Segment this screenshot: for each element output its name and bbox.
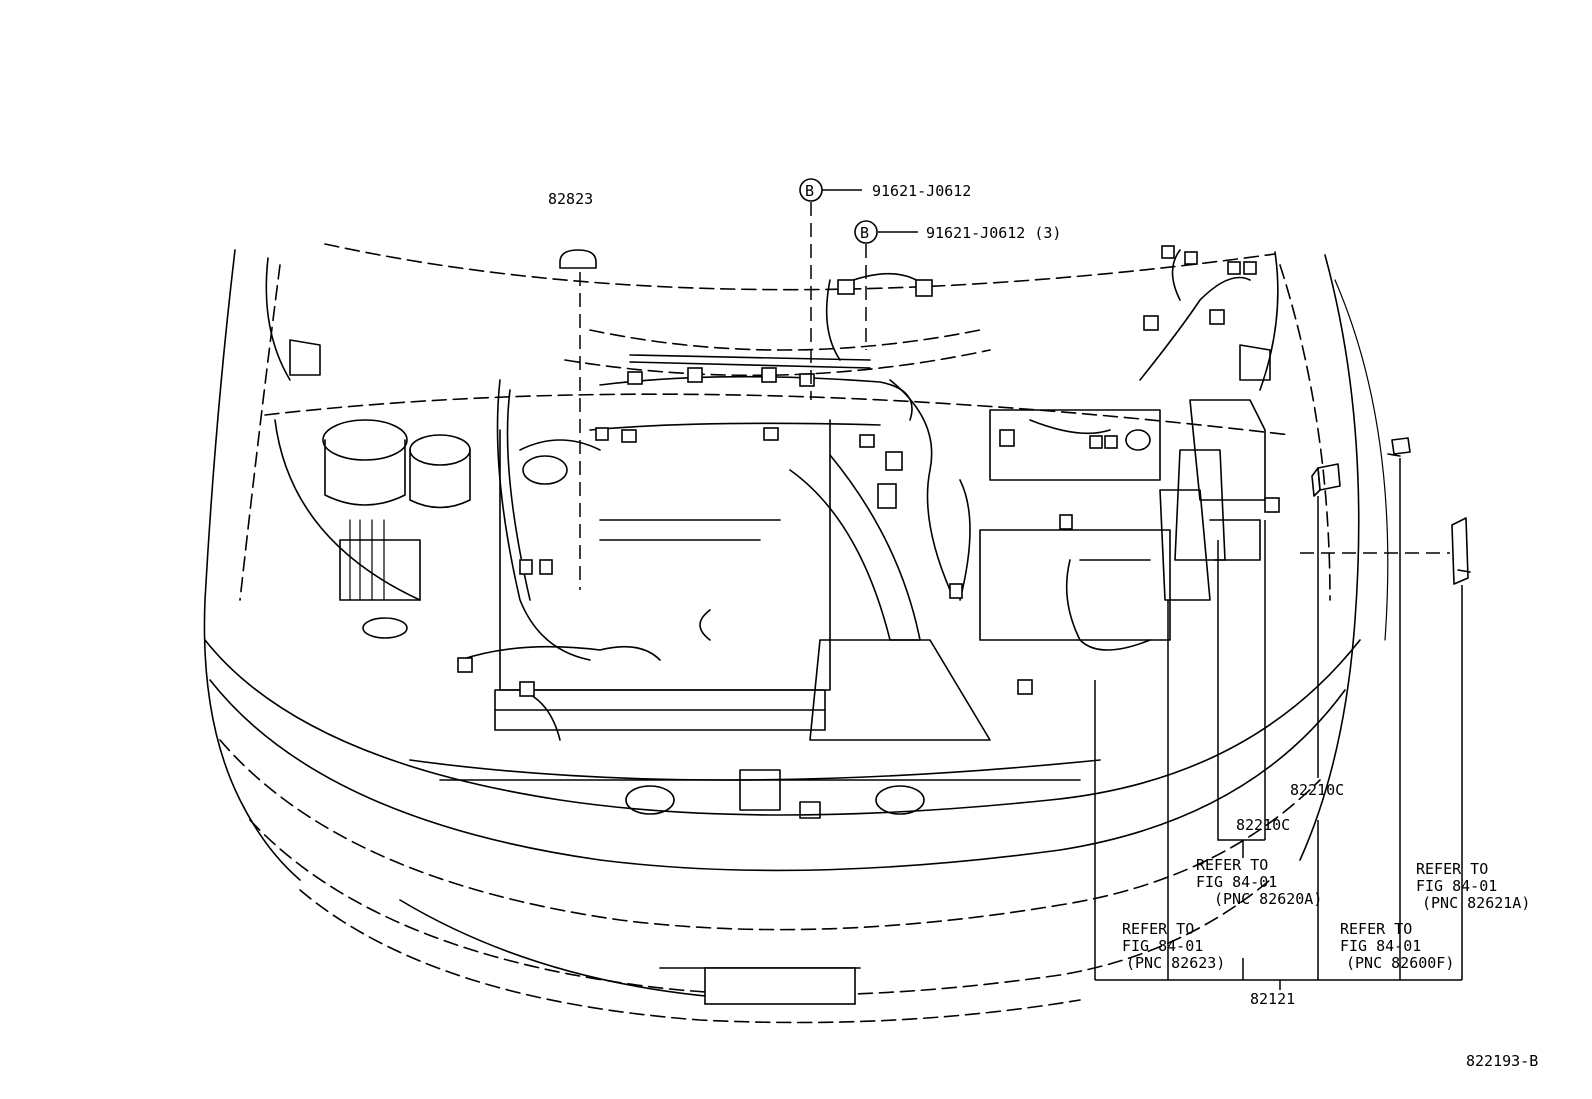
part-number-82210c-a: 82210C: [1290, 781, 1344, 799]
bolt-symbol-letter-1: B: [805, 182, 814, 200]
svg-text:FIG 84-01: FIG 84-01: [1416, 877, 1497, 895]
svg-text:FIG 84-01: FIG 84-01: [1122, 937, 1203, 955]
part-82823-clip[interactable]: [559, 249, 597, 269]
svg-text:(PNC 82620A): (PNC 82620A): [1214, 890, 1322, 908]
part-82600f-bracket[interactable]: [1451, 517, 1471, 585]
bolt-number-1: 91621-J0612: [872, 182, 971, 200]
part-number-82823: 82823: [548, 190, 593, 208]
refer-note-82623: REFER TO FIG 84-01 (PNC 82623): [1122, 920, 1225, 972]
svg-text:(PNC 82623): (PNC 82623): [1126, 954, 1225, 972]
bolt-b-symbol-1: [799, 178, 823, 202]
svg-text:REFER TO: REFER TO: [1196, 856, 1268, 874]
bolt-b-symbol-2: [854, 220, 878, 244]
diagram-id: 822193-B: [1466, 1052, 1538, 1070]
vehicle-body-outline: [203, 243, 1389, 1024]
refer-note-82600f: REFER TO FIG 84-01 (PNC 82600F): [1340, 920, 1454, 972]
part-number-82210c-b: 82210C: [1236, 816, 1290, 834]
leader-lines: [579, 189, 1463, 990]
svg-text:(PNC 82621A): (PNC 82621A): [1422, 894, 1530, 912]
refer-note-82621a: REFER TO FIG 84-01 (PNC 82621A): [1416, 860, 1530, 912]
part-82621a-fuse[interactable]: [1387, 437, 1411, 457]
bolt-symbol-letter-2: B: [860, 224, 869, 242]
engine-compartment: [322, 399, 1266, 819]
bolt-number-2: 91621-J0612 (3): [926, 224, 1061, 242]
svg-text:FIG 84-01: FIG 84-01: [1196, 873, 1277, 891]
svg-text:FIG 84-01: FIG 84-01: [1340, 937, 1421, 955]
svg-text:REFER TO: REFER TO: [1416, 860, 1488, 878]
svg-text:REFER TO: REFER TO: [1122, 920, 1194, 938]
svg-text:REFER TO: REFER TO: [1340, 920, 1412, 938]
callout-bolt-1: B 91621-J0612: [799, 178, 971, 202]
callout-82823: 82823: [548, 190, 593, 208]
callout-bolt-2: B 91621-J0612 (3): [854, 220, 1061, 244]
refer-note-82620a: REFER TO FIG 84-01 (PNC 82620A): [1196, 856, 1322, 908]
svg-text:(PNC 82600F): (PNC 82600F): [1346, 954, 1454, 972]
part-82210c-relay-a[interactable]: [1311, 463, 1341, 497]
engine-wire-harness: [457, 245, 1280, 741]
part-number-82121: 82121: [1250, 990, 1295, 1008]
